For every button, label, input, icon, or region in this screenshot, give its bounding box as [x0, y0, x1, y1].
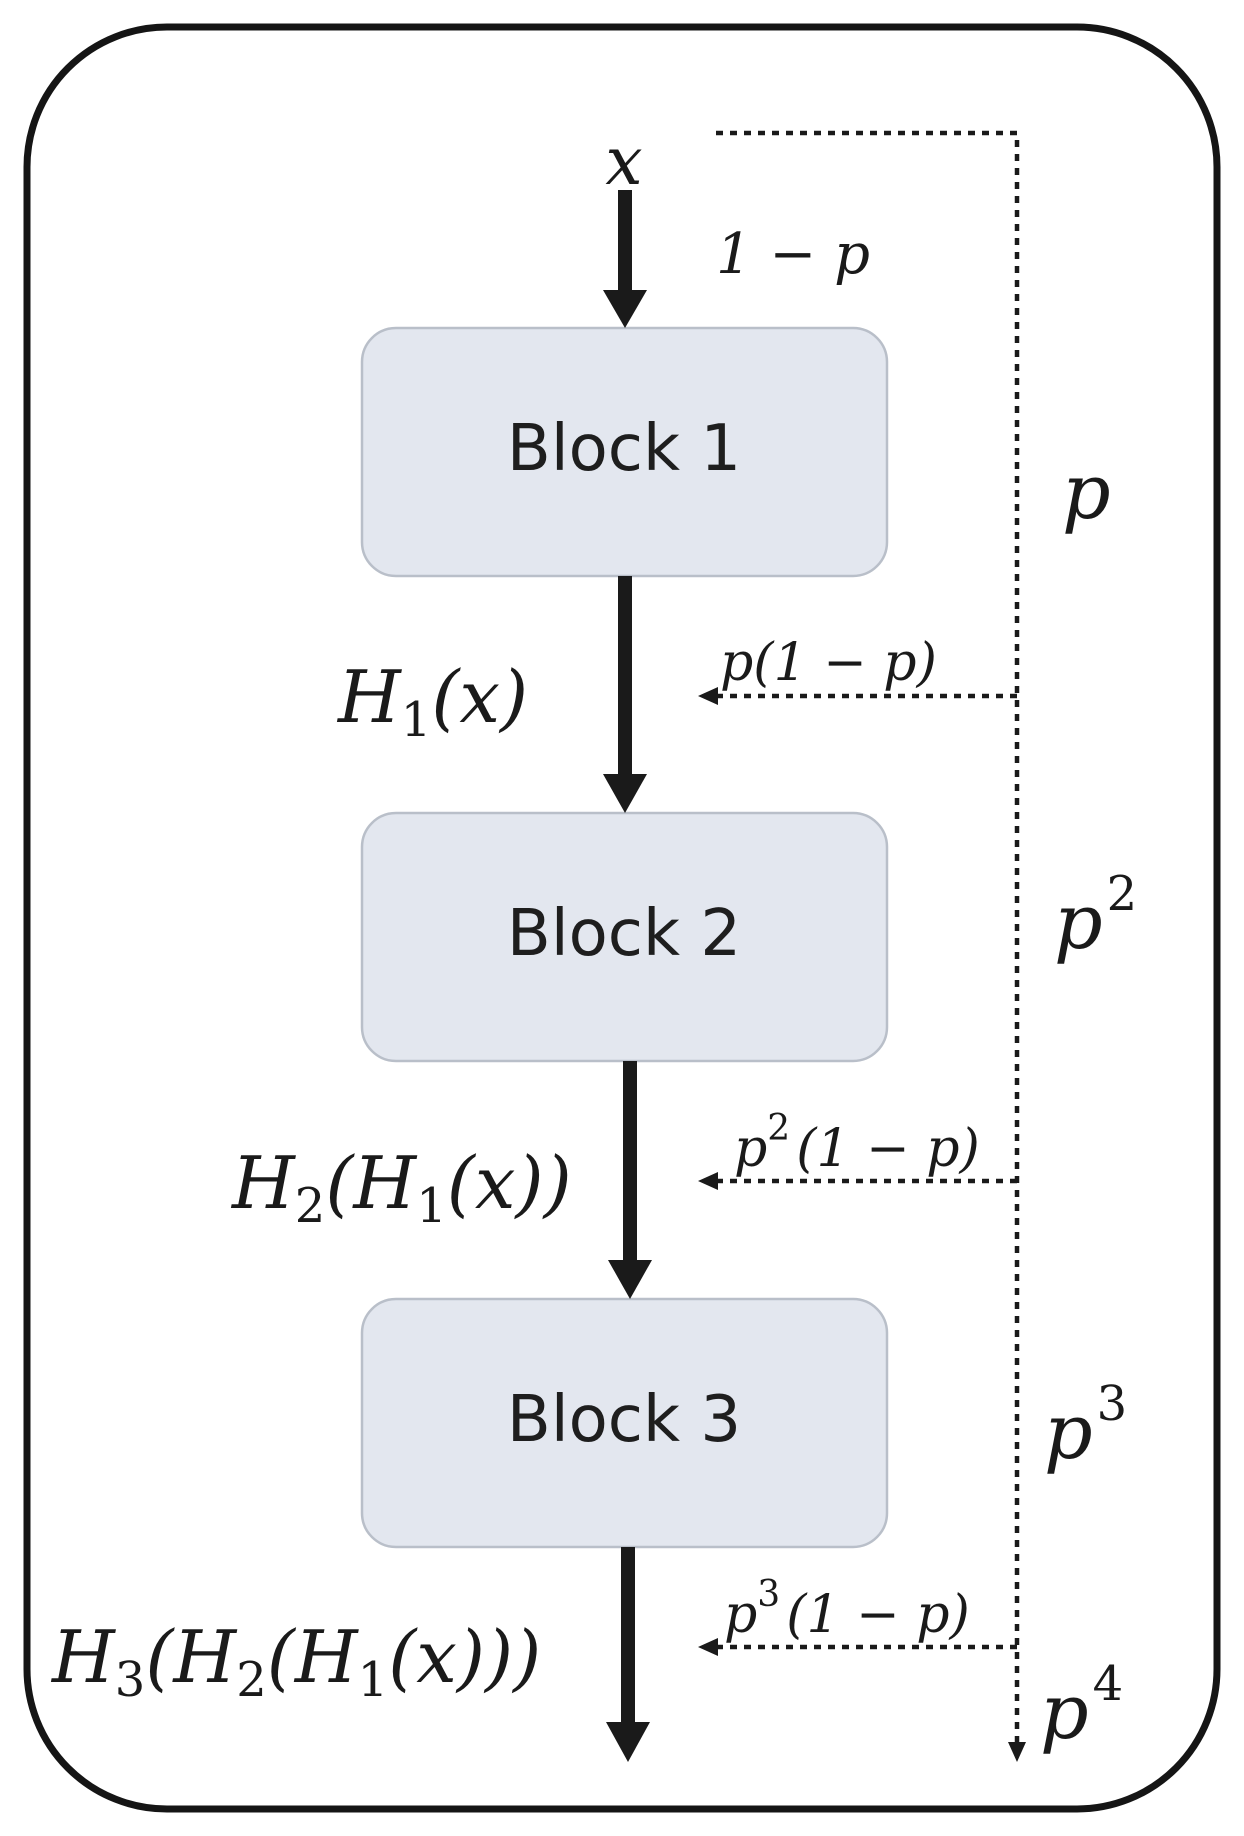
block-3-label: Block 3 [507, 1383, 741, 1457]
main-arrow-input [603, 190, 647, 328]
main-arrow-1-2 [603, 576, 647, 813]
skip-prob-p2: p2 [1054, 866, 1137, 966]
block-1: Block 1 [360, 326, 889, 578]
branch-arrow-3 [698, 1638, 1017, 1656]
branch-prob-3: p3(1 − p) [724, 1574, 970, 1645]
output-label-h3: H3(H2(H1(x))) [50, 1615, 541, 1708]
output-label-h1: H1(x) [336, 655, 528, 748]
outer-frame [23, 23, 1221, 1813]
branch-prob-2: p2(1 − p) [734, 1108, 980, 1179]
skip-prob-p4: p4 [1040, 1656, 1123, 1756]
output-label-h2: H2(H1(x)) [230, 1141, 572, 1234]
branch-prob-1: p(1 − p) [720, 633, 937, 693]
branch-arrow-2 [698, 1172, 1017, 1190]
skip-prob-p3: p3 [1044, 1376, 1127, 1476]
block-1-label: Block 1 [507, 412, 741, 486]
block-2: Block 2 [360, 811, 889, 1063]
skip-prob-p: p [1062, 447, 1111, 536]
block-3: Block 3 [360, 1297, 889, 1549]
main-arrow-2-3 [608, 1061, 652, 1299]
main-arrow-output [606, 1547, 650, 1762]
block-2-label: Block 2 [507, 897, 741, 971]
skip-path [716, 130, 1026, 1762]
skip-path-arrowhead [1008, 1742, 1026, 1762]
input-prob-label: 1 − p [716, 222, 870, 287]
branch-arrow-1 [698, 687, 1017, 705]
input-label: x [605, 123, 642, 200]
